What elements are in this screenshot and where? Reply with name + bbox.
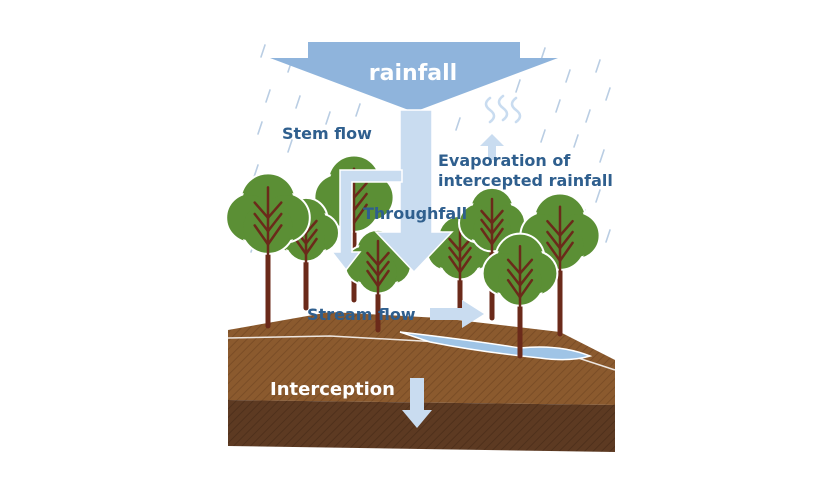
tree xyxy=(426,214,494,315)
stem-flow-label: Stem flow xyxy=(282,124,372,143)
rain-streak xyxy=(565,69,571,83)
rainfall-arrow xyxy=(270,42,558,112)
rain-streak xyxy=(265,89,271,103)
rain-streak xyxy=(515,79,521,93)
stem-flow-arrow xyxy=(330,169,403,272)
rain-streak xyxy=(573,134,579,148)
rain-streak xyxy=(287,139,293,153)
subsoil-layer xyxy=(228,400,615,452)
rain-streak xyxy=(555,99,561,113)
tree xyxy=(481,232,559,359)
tree-branches xyxy=(480,197,504,255)
evaporation-label-line1: Evaporation of xyxy=(438,151,571,170)
trees xyxy=(225,154,601,359)
stream-flow-label: Stream flow xyxy=(307,305,416,324)
rain-streak xyxy=(257,121,263,135)
evaporation-label-line2: intercepted rainfall xyxy=(438,171,613,190)
rain-streak xyxy=(595,59,601,73)
tree-branches xyxy=(546,205,574,273)
tree-branches xyxy=(506,244,534,309)
rain-streak xyxy=(455,117,461,131)
tree xyxy=(225,172,311,329)
tree xyxy=(458,186,526,321)
rain-streak xyxy=(295,95,301,109)
rain-streak xyxy=(595,189,601,203)
tree-branches xyxy=(253,186,283,258)
stream xyxy=(399,331,593,361)
rain-streak xyxy=(260,44,266,58)
rain-streak xyxy=(325,111,331,125)
rain-streak xyxy=(355,103,361,117)
rainfall-label: rainfall xyxy=(369,61,457,86)
stream-flow-arrow xyxy=(430,300,484,328)
rain-streak xyxy=(585,109,591,123)
rain-streak xyxy=(253,164,259,178)
evaporation-arrow xyxy=(480,134,504,160)
interception-label: Interception xyxy=(270,379,395,400)
rain-streak xyxy=(599,149,605,163)
tree-branches xyxy=(294,207,318,265)
rain-streak xyxy=(540,129,546,143)
steam-icon xyxy=(484,94,522,124)
throughfall-label: Throughfall xyxy=(363,204,467,223)
rain-streak xyxy=(605,87,611,101)
interception-arrow xyxy=(402,378,432,428)
tree-branches xyxy=(366,239,390,297)
throughfall-arrow xyxy=(374,109,454,274)
rain-streak xyxy=(605,229,611,243)
